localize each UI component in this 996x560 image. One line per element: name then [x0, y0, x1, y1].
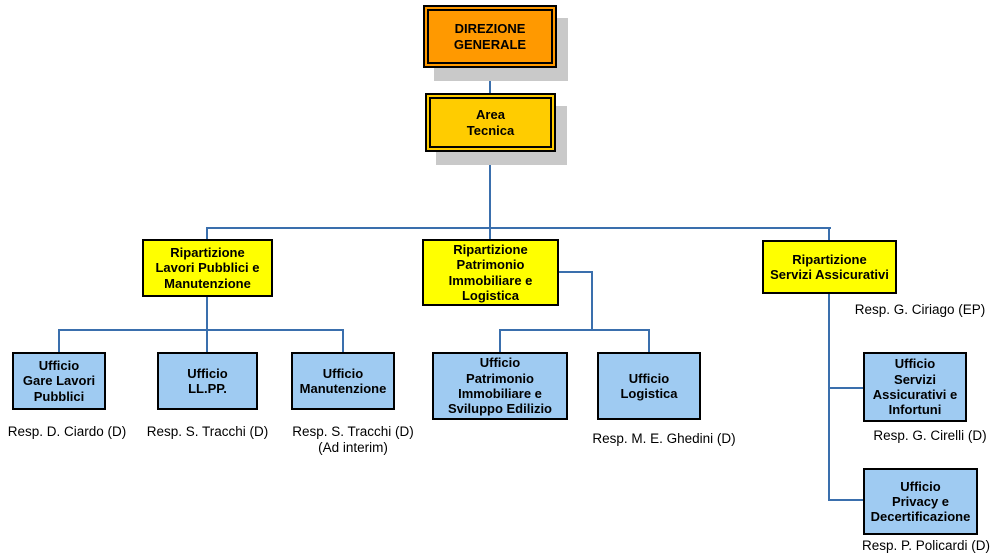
node-ripartizione-patrimonio-label: Ripartizione Patrimonio Immobiliare e Lo…	[448, 241, 533, 303]
connector-area-hub	[489, 152, 491, 228]
node-ufficio-llpp: Ufficio LL.PP.	[157, 352, 258, 410]
connector-drop-manutenzione	[342, 329, 344, 352]
resp-label-policardi: Resp. P. Policardi (D)	[861, 538, 991, 553]
resp-label-ciriago: Resp. G. Ciriago (EP)	[854, 302, 986, 317]
resp-label-cirelli: Resp. G. Cirelli (D)	[873, 428, 987, 443]
node-ripartizione-servizi-assicurativi-label: Ripartizione Servizi Assicurativi	[770, 251, 889, 282]
connector-stub-privacy	[828, 499, 863, 501]
connector-patrimonio-elbow-h	[559, 271, 593, 273]
connector-drop-logistica	[648, 329, 650, 352]
node-ufficio-patrimonio-immobiliare-label: Ufficio Patrimonio Immobiliare e Svilupp…	[448, 355, 552, 417]
node-ufficio-llpp-label: Ufficio LL.PP.	[187, 365, 228, 396]
connector-drop-lavori	[206, 227, 208, 239]
connector-servizi-stem	[828, 294, 830, 501]
node-ripartizione-patrimonio: Ripartizione Patrimonio Immobiliare e Lo…	[422, 239, 559, 306]
node-direzione-generale-label: DIREZIONE GENERALE	[453, 21, 527, 52]
node-direzione-generale: DIREZIONE GENERALE	[423, 5, 557, 68]
connector-lavori-stem	[206, 297, 208, 352]
node-area-tecnica-label: Area Tecnica	[466, 107, 515, 138]
node-ufficio-privacy-label: Ufficio Privacy e Decertificazione	[870, 478, 971, 525]
connector-patrimonio-elbow-v	[591, 271, 593, 331]
connector-drop-patrimonio	[489, 227, 491, 239]
resp-label-ghedini: Resp. M. E. Ghedini (D)	[592, 431, 736, 446]
node-ripartizione-servizi-assicurativi: Ripartizione Servizi Assicurativi	[762, 240, 897, 294]
connector-direzione-area	[489, 68, 491, 93]
node-ufficio-manutenzione: Ufficio Manutenzione	[291, 352, 395, 410]
resp-label-tracchi-interim: Resp. S. Tracchi (D) (Ad interim)	[292, 424, 414, 456]
connector-drop-gare	[58, 329, 60, 352]
node-area-tecnica: Area Tecnica	[425, 93, 556, 152]
node-ufficio-patrimonio-immobiliare: Ufficio Patrimonio Immobiliare e Svilupp…	[432, 352, 568, 420]
connector-patrimonio-horizontal	[499, 329, 650, 331]
connector-drop-uff-patrimonio	[499, 329, 501, 352]
resp-label-tracchi: Resp. S. Tracchi (D)	[146, 424, 269, 439]
node-ripartizione-lavori-pubblici-label: Ripartizione Lavori Pubblici e Manutenzi…	[155, 245, 260, 291]
node-ufficio-servizi-assicurativi-label: Ufficio Servizi Assicurativi e Infortuni	[872, 356, 958, 418]
node-ufficio-servizi-assicurativi: Ufficio Servizi Assicurativi e Infortuni	[863, 352, 967, 422]
connector-lavori-horizontal	[58, 329, 344, 331]
node-ufficio-logistica-label: Ufficio Logistica	[620, 370, 678, 401]
node-ufficio-manutenzione-label: Ufficio Manutenzione	[299, 365, 387, 396]
resp-label-ciardo: Resp. D. Ciardo (D)	[7, 424, 127, 439]
node-ufficio-privacy: Ufficio Privacy e Decertificazione	[863, 468, 978, 535]
connector-drop-servizi	[828, 227, 830, 240]
node-ripartizione-lavori-pubblici: Ripartizione Lavori Pubblici e Manutenzi…	[142, 239, 273, 297]
node-ufficio-gare-lavori-pubblici-label: Ufficio Gare Lavori Pubblici	[22, 358, 96, 404]
connector-main-horizontal	[206, 227, 831, 229]
node-ufficio-logistica: Ufficio Logistica	[597, 352, 701, 420]
connector-stub-assicurativi	[828, 387, 863, 389]
node-ufficio-gare-lavori-pubblici: Ufficio Gare Lavori Pubblici	[12, 352, 106, 410]
